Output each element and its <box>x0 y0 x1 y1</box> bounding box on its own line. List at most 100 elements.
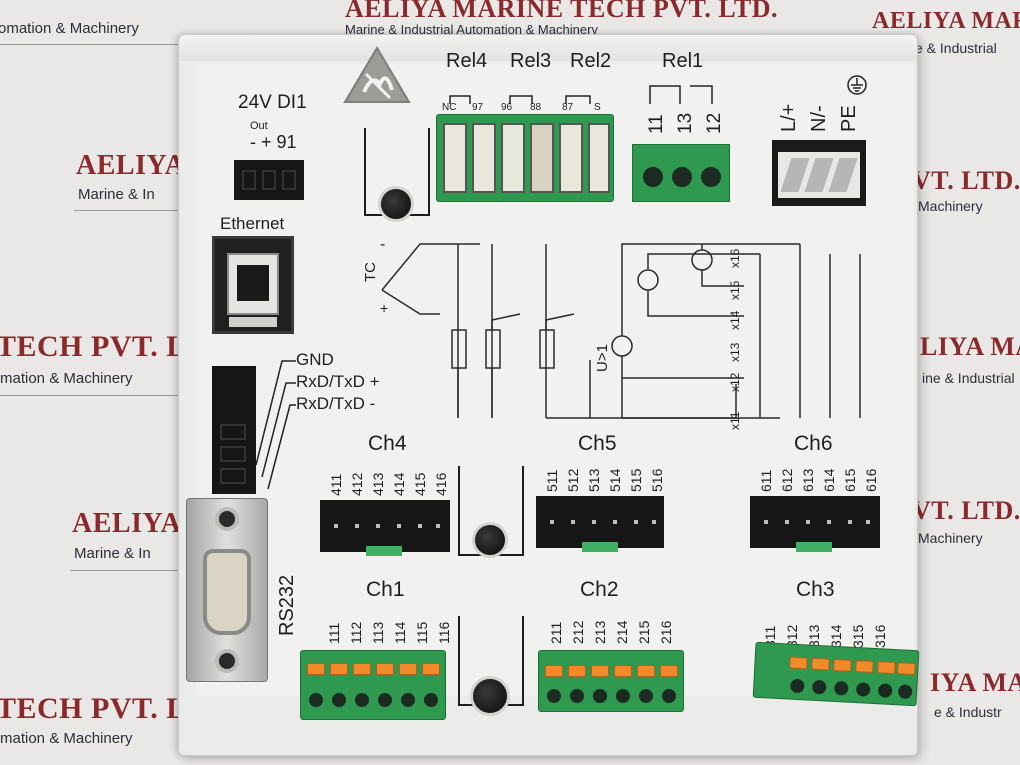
pin-label: 216 <box>658 620 674 644</box>
pin-label: 112 <box>348 621 364 644</box>
pin-label: 213 <box>592 620 608 644</box>
relay-terminal-label: NC <box>442 102 457 113</box>
tc-minus-label: - <box>380 236 386 253</box>
ch2-label: Ch2 <box>580 578 619 601</box>
relay-terminal-label: 88 <box>530 102 542 113</box>
bg-logo: AELIYA MARI <box>872 8 1020 34</box>
supply-connector[interactable] <box>772 140 866 206</box>
bg-logo: AELIYA MARINE TECH PVT. LTD. <box>345 0 778 23</box>
pin-label: 411 <box>328 473 344 496</box>
supply-label-pe: PE <box>838 105 860 132</box>
pin-label: 513 <box>586 468 602 492</box>
rel1-terminal-block[interactable] <box>632 144 730 202</box>
ethernet-port[interactable] <box>212 236 294 334</box>
rel4-label: Rel4 <box>446 50 488 72</box>
pin-label: 414 <box>391 472 407 496</box>
bg-subtitle: ine & Industrial <box>922 370 1015 386</box>
pin-label: 211 <box>548 621 564 644</box>
x-terminal-label: x11 <box>728 411 742 430</box>
rotary-knob[interactable] <box>470 676 510 716</box>
rs485-leader-lines <box>255 360 296 490</box>
ch4-label: Ch4 <box>368 432 407 455</box>
ch2-terminal-block[interactable] <box>538 650 684 712</box>
rxd-plus-label: RxD/TxD + <box>296 372 380 391</box>
gnd-label: GND <box>296 350 334 369</box>
ethernet-label: Ethernet <box>220 214 285 233</box>
ch5-label: Ch5 <box>578 432 617 455</box>
rel1-label: Rel1 <box>662 50 704 72</box>
pin-label: 416 <box>433 472 449 496</box>
pin-label: 415 <box>412 472 428 496</box>
pin-label: 116 <box>436 621 452 644</box>
di-connector[interactable] <box>234 160 304 200</box>
ch3-label: Ch3 <box>796 578 835 601</box>
rotary-knob[interactable] <box>378 186 414 222</box>
pin-label: 314 <box>828 624 844 648</box>
ch5-connector[interactable] <box>536 496 664 552</box>
supply-label-l: L/+ <box>778 103 800 132</box>
ch6-label: Ch6 <box>794 432 833 455</box>
pin-label: 611 <box>758 469 774 492</box>
ch1-terminal-block[interactable] <box>300 650 446 720</box>
bg-subtitle: e & Industr <box>934 704 1002 720</box>
u-threshold-label: U>1 <box>594 344 611 372</box>
supply-label-n: N/- <box>808 105 830 132</box>
input-schematic <box>381 243 861 419</box>
pin-label: 212 <box>570 620 586 644</box>
rel1-terminal-label: 12 <box>704 112 725 134</box>
x-terminal-label: x14 <box>728 310 742 330</box>
relay-terminal-label: 96 <box>501 102 513 113</box>
pin-label: 516 <box>649 468 665 492</box>
pin-label: 214 <box>614 620 630 644</box>
relay-terminal-label: 87 <box>562 102 574 113</box>
power-input-label: 24V DI1 <box>238 92 307 113</box>
out-label: Out <box>250 120 268 132</box>
rs232-port[interactable] <box>186 498 268 682</box>
bg-subtitle: Marine & In <box>78 186 155 203</box>
bg-subtitle: Machinery <box>918 530 983 546</box>
bg-logo: VT. LTD. <box>912 166 1020 195</box>
pin-label: 511 <box>544 469 560 492</box>
pin-label: 614 <box>821 468 837 492</box>
relay-terminal-label: 97 <box>472 102 484 113</box>
bg-logo: IYA MAR <box>930 668 1020 697</box>
pin-label: 613 <box>800 468 816 492</box>
bg-logo: LIYA MAR <box>920 332 1020 361</box>
x-terminal-label: x12 <box>728 372 742 392</box>
rotary-knob[interactable] <box>472 522 508 558</box>
x-terminal-label: x13 <box>728 342 742 362</box>
rel3-label: Rel3 <box>510 50 552 72</box>
pin-label: 215 <box>636 620 652 644</box>
pin-label: 612 <box>779 468 795 492</box>
pin-label: 115 <box>414 621 430 644</box>
relay-bracket-lines <box>449 85 713 104</box>
di-pin-labels: - + 91 <box>250 132 297 152</box>
rel2-label: Rel2 <box>570 50 612 72</box>
pin-label: 514 <box>607 468 623 492</box>
pin-label: 113 <box>370 621 386 644</box>
bg-subtitle: Machinery <box>918 198 983 214</box>
ch4-connector[interactable] <box>320 500 450 556</box>
ch1-label: Ch1 <box>366 578 405 601</box>
protective-earth-icon <box>847 75 867 95</box>
relay-terminal-block[interactable] <box>436 114 614 202</box>
bg-subtitle: mation & Machinery <box>0 370 133 387</box>
pin-label: 316 <box>872 624 888 648</box>
bg-subtitle: Marine & Industrial Automation & Machine… <box>345 22 598 37</box>
x-terminal-label: x16 <box>728 248 742 268</box>
esd-warning-triangle-icon <box>343 46 411 103</box>
ch3-terminal-block[interactable] <box>752 641 920 707</box>
relay-terminal-label: S <box>594 102 601 113</box>
rs485-connector[interactable] <box>212 366 256 494</box>
tc-label: TC <box>362 262 379 282</box>
pin-label: 515 <box>628 468 644 492</box>
pin-label: 114 <box>392 621 408 644</box>
bg-subtitle: omation & Machinery <box>0 20 139 37</box>
bg-subtitle: mation & Machinery <box>0 730 133 747</box>
ch6-connector[interactable] <box>750 496 880 552</box>
pin-label: 412 <box>349 472 365 496</box>
pin-label: 111 <box>326 622 342 644</box>
bg-subtitle: Marine & In <box>74 545 151 562</box>
x-terminal-label: x15 <box>728 280 742 300</box>
rs232-label: RS232 <box>276 574 298 636</box>
